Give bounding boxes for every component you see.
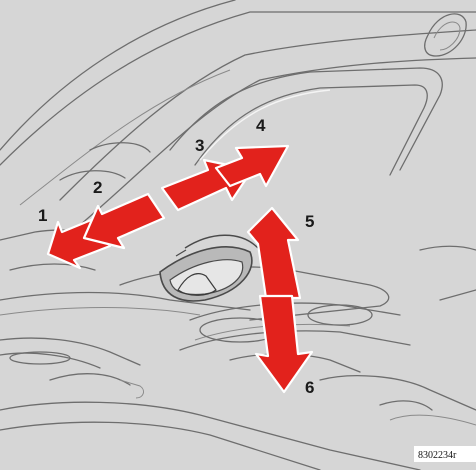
label-4: 4	[256, 116, 266, 135]
sunroof-control-switch	[159, 234, 259, 302]
arrow-down-icon	[254, 294, 314, 394]
arrow-4-slide-forward	[214, 144, 290, 188]
arrow-2-slide-back	[82, 192, 166, 250]
label-3: 3	[195, 136, 204, 155]
roof-frame-lines	[0, 0, 476, 226]
reference-code: 8302234r	[418, 450, 457, 461]
arrow-6-down	[254, 294, 314, 394]
reference-code-box: 8302234r	[414, 446, 476, 462]
arrow-5-up	[246, 206, 302, 300]
lower-console	[0, 245, 476, 470]
arrow-slide-back-icon	[82, 192, 166, 250]
grab-handle	[424, 13, 467, 57]
label-6: 6	[305, 378, 314, 397]
label-2: 2	[93, 178, 102, 197]
arrow-up-icon	[246, 206, 302, 300]
label-1: 1	[38, 206, 47, 225]
label-5: 5	[305, 212, 314, 231]
arrow-slide-forward-icon	[214, 144, 290, 188]
